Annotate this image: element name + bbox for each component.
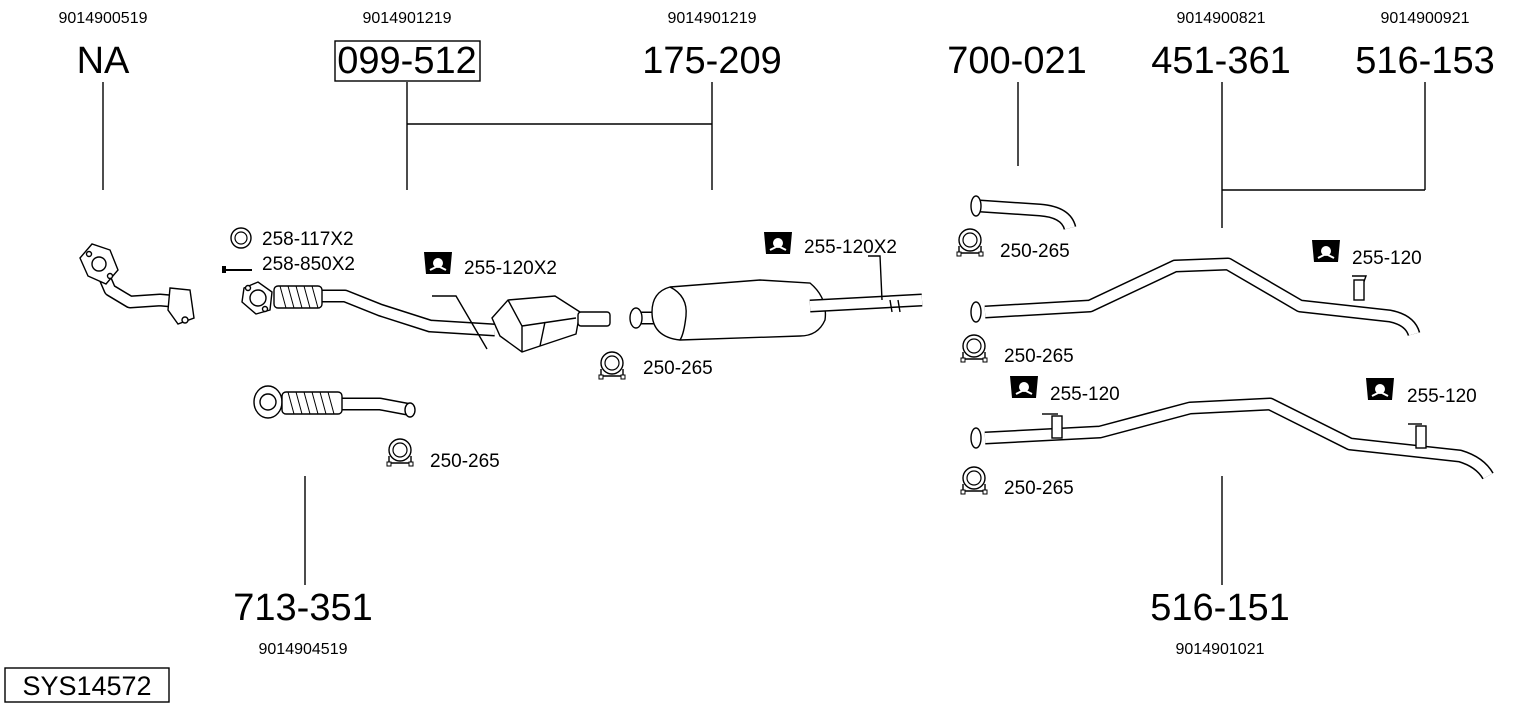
bolt-icon <box>222 266 252 273</box>
part-reference: 9014901219 <box>668 10 757 27</box>
accessory-label: 255-120 <box>1407 386 1477 407</box>
system-code: SYS14572 <box>4 667 170 703</box>
accessory-label: 250-265 <box>430 451 500 472</box>
accessory-bolt[interactable]: 258-850X2 <box>222 254 355 275</box>
accessory-hanger-3[interactable]: 255-120 <box>1311 239 1422 269</box>
part-number: 175-209 <box>642 40 781 82</box>
part-516-151[interactable]: 516-151 9014901021 <box>1150 476 1290 658</box>
rubber-hanger-icon <box>1009 375 1039 399</box>
flex-pipe-drawing[interactable] <box>241 281 496 350</box>
system-code-box <box>4 667 170 703</box>
accessory-label: 250-265 <box>1004 478 1074 499</box>
part-reference: 9014900821 <box>1177 10 1266 27</box>
accessory-hanger-1[interactable]: 255-120X2 <box>423 251 557 279</box>
part-number: 700-021 <box>947 40 1086 82</box>
part-700-021[interactable]: 700-021 <box>947 40 1087 166</box>
accessory-clamp-1[interactable]: 250-265 <box>598 351 713 380</box>
accessory-label: 255-120 <box>1352 248 1422 269</box>
part-451-361[interactable]: 9014900821 451-361 <box>1151 10 1291 228</box>
rubber-hanger-icon <box>1311 239 1341 263</box>
accessory-label: 255-120 <box>1050 384 1120 405</box>
accessory-label: 255-120X2 <box>804 237 897 258</box>
tail-pipe-drawing[interactable] <box>970 195 1077 231</box>
highlight-box <box>334 40 481 82</box>
accessory-label: 250-265 <box>1000 241 1070 262</box>
intermediate-pipe-drawing[interactable] <box>970 257 1421 337</box>
accessory-hanger-5[interactable]: 255-120 <box>1365 377 1477 407</box>
part-reference: 9014904519 <box>259 641 348 658</box>
pipe-clamp-icon <box>960 466 988 495</box>
rubber-hanger-icon <box>1365 377 1395 401</box>
accessory-label: 255-120X2 <box>464 258 557 279</box>
front-pipe-drawing[interactable] <box>79 243 195 325</box>
accessory-label: 258-117X2 <box>262 229 354 250</box>
part-099-512[interactable]: 9014901219 099-512 <box>334 10 481 190</box>
part-number: 451-361 <box>1151 40 1290 82</box>
accessory-label: 258-850X2 <box>262 254 355 275</box>
ring-icon <box>230 227 252 249</box>
pipe-clamp-icon <box>956 228 984 257</box>
middle-silencer-drawing[interactable] <box>629 255 923 341</box>
pipe-clamp-icon <box>960 334 988 363</box>
part-175-209[interactable]: 9014901219 175-209 <box>642 10 782 190</box>
part-na[interactable]: 9014900519 NA <box>59 10 148 190</box>
accessory-hanger-4[interactable]: 255-120 <box>1009 375 1120 405</box>
catalytic-converter-drawing[interactable] <box>491 295 611 353</box>
part-number: 713-351 <box>233 587 372 629</box>
accessory-clamp-4[interactable]: 250-265 <box>960 334 1074 367</box>
rubber-hanger-icon <box>423 251 453 275</box>
part-reference: 9014901219 <box>363 10 452 27</box>
part-reference: 9014901021 <box>1176 641 1265 658</box>
accessory-hanger-2[interactable]: 255-120X2 <box>763 231 897 258</box>
part-number: NA <box>77 40 130 82</box>
rubber-hanger-icon <box>763 231 793 255</box>
part-number: 099-512 <box>337 40 476 82</box>
part-reference: 9014900519 <box>59 10 148 27</box>
part-516-153[interactable]: 9014900921 516-153 <box>1355 10 1495 190</box>
part-713-351[interactable]: 713-351 9014904519 <box>233 476 373 658</box>
accessory-label: 250-265 <box>1004 346 1074 367</box>
system-code-label: SYS14572 <box>22 671 151 701</box>
part-reference: 9014900921 <box>1381 10 1470 27</box>
accessory-clamp-5[interactable]: 250-265 <box>960 466 1074 499</box>
accessory-clamp-3[interactable]: 250-265 <box>956 228 1070 262</box>
part-number: 516-151 <box>1150 587 1289 629</box>
accessory-ring[interactable]: 258-117X2 <box>230 227 354 250</box>
rear-pipe-drawing[interactable] <box>970 397 1494 480</box>
pipe-clamp-icon <box>386 438 414 467</box>
accessory-clamp-2[interactable]: 250-265 <box>386 438 500 472</box>
pipe-clamp-icon <box>598 351 626 380</box>
alt-front-pipe-drawing[interactable] <box>253 385 416 419</box>
part-number: 516-153 <box>1355 40 1494 82</box>
accessory-label: 250-265 <box>643 358 713 379</box>
